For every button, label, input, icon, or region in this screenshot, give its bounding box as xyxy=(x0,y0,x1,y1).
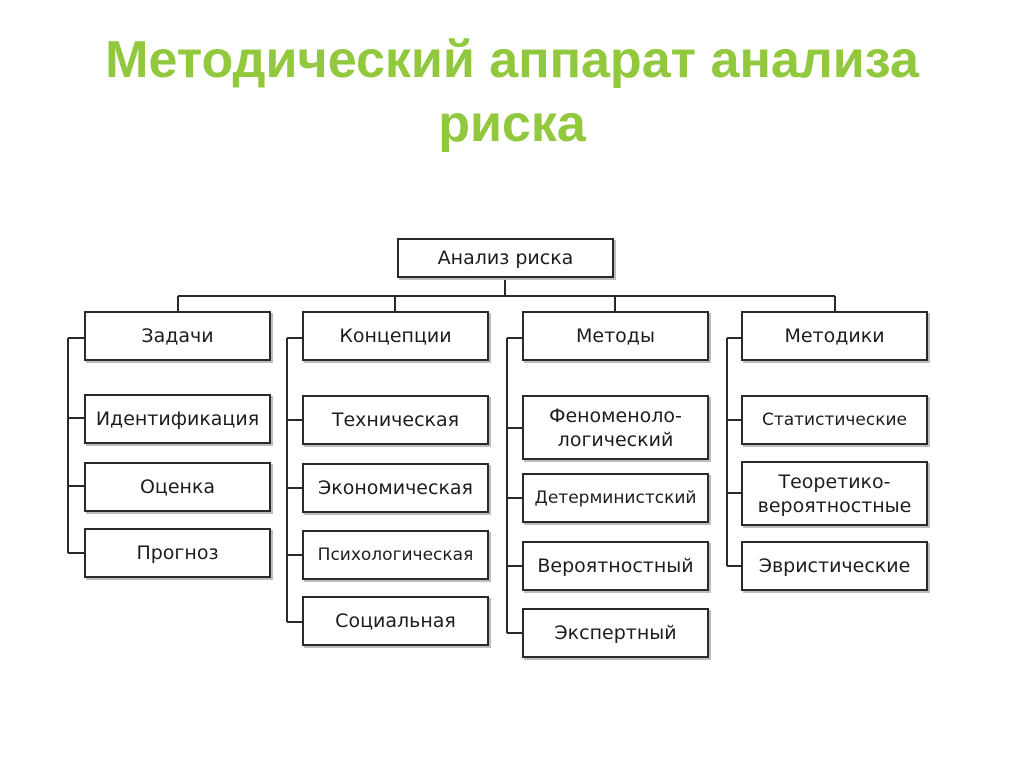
node-tekhnicheskaya: Техническая xyxy=(302,395,489,445)
column-header-kontseptsii: Концепции xyxy=(302,311,489,361)
column-header-metody: Методы xyxy=(522,311,709,361)
node-deterministskiy: Детерминистский xyxy=(522,473,709,523)
title-line-1: Методический аппарат анализа xyxy=(105,31,919,89)
node-fenomenologicheskiy: Феноменоло- логический xyxy=(522,395,709,460)
node-teoretiko-veroyatnostnye: Теоретико- вероятностные xyxy=(741,461,928,526)
node-ekspertnyy: Экспертный xyxy=(522,608,709,658)
column-header-metodiki: Методики xyxy=(741,311,928,361)
node-psikhologicheskaya: Психологическая xyxy=(302,530,489,580)
node-identifikatsiya: Идентификация xyxy=(84,394,271,444)
column-header-zadachi: Задачи xyxy=(84,311,271,361)
node-sotsialnaya: Социальная xyxy=(302,596,489,646)
title-line-2: риска xyxy=(438,95,586,153)
node-otsenka: Оценка xyxy=(84,462,271,512)
root-node: Анализ риска xyxy=(397,238,614,278)
node-evristicheskie: Эвристические xyxy=(741,541,928,591)
node-ekonomicheskaya: Экономическая xyxy=(302,463,489,513)
node-prognoz: Прогноз xyxy=(84,528,271,578)
page-title: Методический аппарат анализа риска xyxy=(0,28,1024,156)
node-veroyatnostnyy: Вероятностный xyxy=(522,541,709,591)
node-statisticheskie: Статистические xyxy=(741,395,928,445)
